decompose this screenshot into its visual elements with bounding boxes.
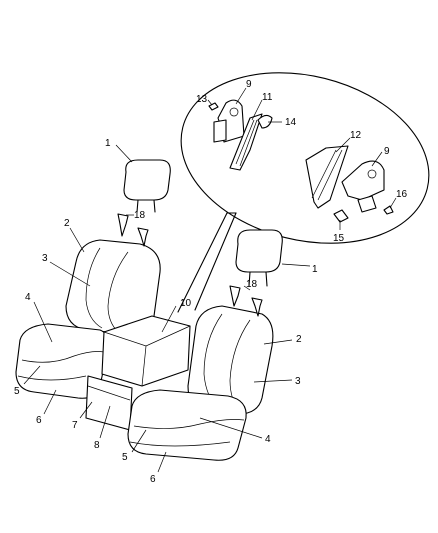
recliner-bracket-upper (213, 99, 245, 143)
callout-4-left: 4 (25, 292, 31, 303)
callout-10: 10 (180, 298, 192, 309)
callout-15: 15 (333, 233, 345, 244)
detail-ellipse (177, 72, 430, 313)
callout-18-right: 18 (246, 279, 258, 290)
callout-14: 14 (285, 117, 297, 128)
right-headrest-guides (229, 285, 263, 317)
left-headrest (123, 159, 171, 201)
callout-labels: 1 1 2 2 3 3 4 4 5 5 6 6 7 8 9 9 10 11 12… (14, 79, 408, 485)
callout-12: 12 (350, 130, 362, 141)
callout-2-left: 2 (64, 218, 70, 229)
bolt-16 (383, 205, 394, 215)
callout-7: 7 (72, 420, 78, 431)
callout-1-right: 1 (312, 264, 318, 275)
callout-4-right: 4 (265, 434, 271, 445)
right-headrest (235, 229, 283, 273)
callout-9-lower: 9 (384, 146, 390, 157)
callout-3-right: 3 (295, 376, 301, 387)
leader-lines (23, 87, 397, 473)
callout-6-right: 6 (150, 474, 156, 485)
seat-track-12 (305, 145, 349, 209)
console-lid (101, 315, 191, 387)
right-cushion (127, 389, 247, 461)
recliner-bracket-lower (341, 160, 385, 213)
callout-11: 11 (262, 92, 273, 103)
right-seat (127, 229, 283, 461)
console-base (85, 375, 133, 431)
callout-5-left: 5 (14, 386, 20, 397)
callout-18-left: 18 (134, 210, 146, 221)
callout-8: 8 (94, 440, 100, 451)
callout-1-left: 1 (105, 138, 111, 149)
seat-track-11 (229, 113, 273, 171)
callout-13: 13 (196, 94, 208, 105)
left-headrest-guides (117, 213, 149, 247)
callout-5-right: 5 (122, 452, 128, 463)
callout-16: 16 (396, 189, 408, 200)
callout-9-upper: 9 (246, 79, 252, 90)
center-console (85, 315, 191, 431)
callout-2-right: 2 (296, 334, 302, 345)
callout-6-left: 6 (36, 415, 42, 426)
fastener-13 (208, 102, 219, 111)
bolt-15 (333, 209, 349, 223)
callout-3-left: 3 (42, 253, 48, 264)
